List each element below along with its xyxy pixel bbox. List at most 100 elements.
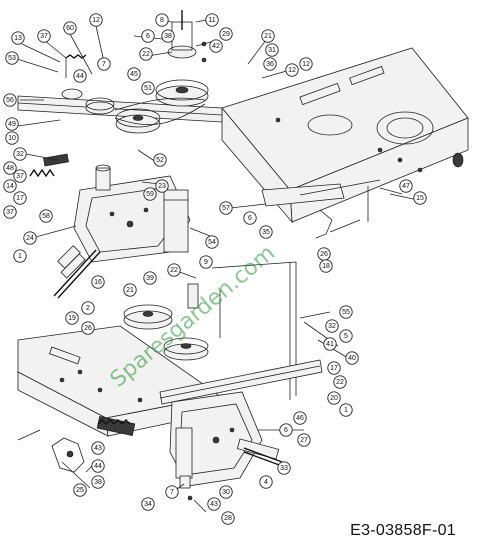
callout-circle — [73, 69, 87, 83]
part-callout-c42: 42 — [209, 39, 223, 53]
part-callout-c7a: 7 — [97, 57, 111, 71]
part-callout-c5: 5 — [339, 329, 353, 343]
part-callout-c1a: 1 — [13, 249, 27, 263]
callout-label: 32 — [328, 323, 336, 330]
callout-circle — [327, 361, 341, 375]
callout-label: 25 — [76, 487, 84, 494]
callout-circle — [39, 209, 53, 223]
callout-circle — [161, 29, 175, 43]
part-callout-c19: 19 — [65, 311, 79, 325]
part-callout-c14: 14 — [3, 179, 17, 193]
callout-circle — [259, 475, 273, 489]
callout-circle — [339, 329, 353, 343]
callout-label: 48 — [6, 165, 14, 172]
callout-circle — [207, 497, 221, 511]
part-callout-c28: 28 — [221, 511, 235, 525]
callout-circle — [91, 441, 105, 455]
callout-label: 53 — [8, 55, 16, 62]
part-callout-c32a: 32 — [13, 147, 27, 161]
callout-label: 38 — [94, 479, 102, 486]
callout-circle — [219, 485, 233, 499]
callout-circle — [91, 475, 105, 489]
callout-label: 1 — [18, 253, 22, 260]
callout-circle — [259, 225, 273, 239]
callout-circle — [165, 485, 179, 499]
part-callout-c24: 24 — [23, 231, 37, 245]
part-callout-c51: 51 — [141, 81, 155, 95]
callout-label: 27 — [300, 437, 308, 444]
part-callout-c26a: 26 — [317, 247, 331, 261]
part-callout-c41: 41 — [323, 337, 337, 351]
callout-circle — [141, 29, 155, 43]
callout-label: 12 — [92, 17, 100, 24]
callout-circle — [155, 13, 169, 27]
callout-label: 12 — [288, 67, 296, 74]
part-callout-c11a: 11 — [205, 13, 219, 27]
callout-label: 19 — [68, 315, 76, 322]
part-callout-c37a: 37 — [37, 29, 51, 43]
right-bracket-assembly — [261, 179, 381, 239]
lower-frame-rail — [159, 359, 323, 405]
callout-label: 4 — [264, 479, 268, 486]
callout-label: 11 — [208, 17, 215, 24]
callout-label: 21 — [126, 287, 134, 294]
lower-transaxle — [169, 391, 280, 487]
callout-label: 7 — [170, 489, 174, 496]
callout-circle — [297, 433, 311, 447]
part-callout-c48: 48 — [3, 161, 17, 175]
callout-label: 5 — [344, 333, 348, 340]
part-callout-c17b: 17 — [327, 361, 341, 375]
part-callout-c46: 46 — [293, 411, 307, 425]
callout-circle — [89, 13, 103, 27]
callout-circle — [413, 191, 427, 205]
callout-label: 2 — [86, 305, 90, 312]
callout-circle — [205, 13, 219, 27]
part-callout-c9: 9 — [199, 255, 213, 269]
part-callout-c7b: 7 — [165, 485, 179, 499]
callout-label: 32 — [16, 151, 24, 158]
callout-circle — [3, 205, 17, 219]
part-callout-c57: 57 — [219, 201, 233, 215]
callout-circle — [3, 179, 17, 193]
callout-label: 40 — [348, 355, 356, 362]
callout-label: 28 — [224, 515, 232, 522]
callout-circle — [143, 187, 157, 201]
callout-circle — [323, 337, 337, 351]
part-callout-c2: 2 — [81, 301, 95, 315]
callout-circle — [265, 43, 279, 57]
part-callout-c44a: 44 — [73, 69, 87, 83]
callout-label: 20 — [330, 395, 338, 402]
callout-label: 38 — [164, 33, 172, 40]
callout-label: 13 — [14, 35, 22, 42]
callout-circle — [219, 27, 233, 41]
callout-circle — [73, 483, 87, 497]
callout-circle — [81, 301, 95, 315]
callout-label: 60 — [66, 25, 74, 32]
callout-circle — [205, 235, 219, 249]
callout-label: 47 — [402, 183, 410, 190]
callout-circle — [339, 305, 353, 319]
part-callout-c59: 59 — [143, 187, 157, 201]
callout-circle — [399, 179, 413, 193]
callout-label: 44 — [94, 463, 102, 470]
callout-label: 46 — [296, 415, 304, 422]
callout-circle — [11, 31, 25, 45]
callout-circle — [91, 459, 105, 473]
callout-circle — [97, 57, 111, 71]
part-callout-c30: 30 — [219, 485, 233, 499]
part-callout-c12c: 12 — [299, 57, 313, 71]
callout-label: 41 — [326, 341, 334, 348]
callout-label: 22 — [336, 379, 344, 386]
part-callout-c39: 39 — [143, 271, 157, 285]
callout-label: 39 — [146, 275, 154, 282]
part-callout-c40: 40 — [345, 351, 359, 365]
callout-label: 24 — [26, 235, 34, 242]
part-callout-c21b: 21 — [123, 283, 137, 297]
callout-circle — [123, 283, 137, 297]
callout-label: 58 — [42, 213, 50, 220]
part-callout-c8a: 8 — [155, 13, 169, 27]
part-callout-c6b: 6 — [243, 211, 257, 225]
callout-label: 6 — [248, 215, 252, 222]
callout-label: 43 — [210, 501, 218, 508]
